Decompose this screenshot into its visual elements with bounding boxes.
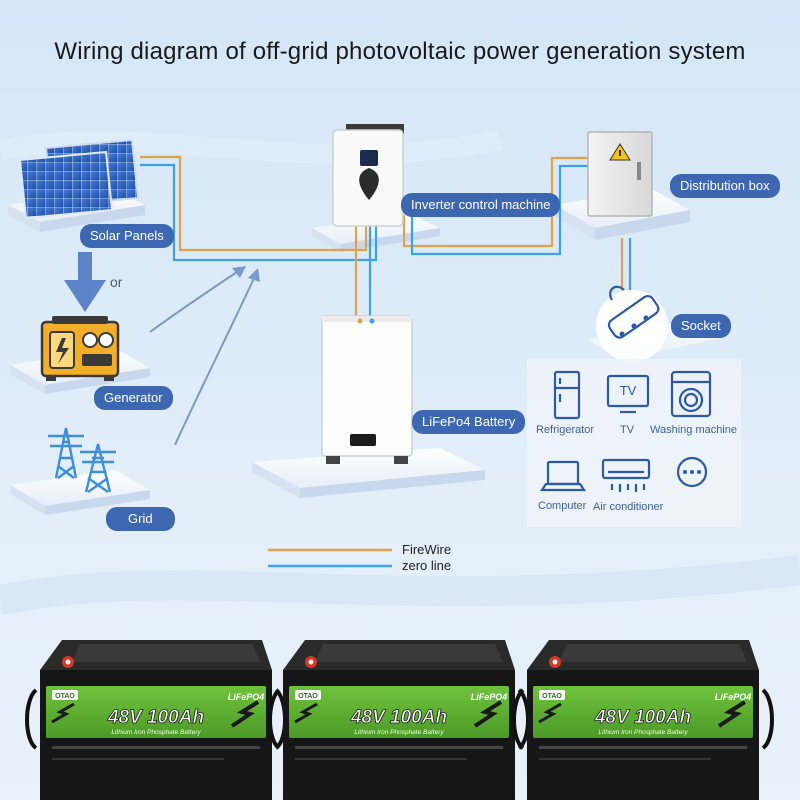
distribution-box-icon xyxy=(587,131,653,217)
wire-zero-solar xyxy=(140,163,378,262)
battery-subtitle: Lithium Iron Phosphate Battery xyxy=(354,729,444,736)
label-tv: TV xyxy=(620,424,635,436)
battery-subtitle: Lithium Iron Phosphate Battery xyxy=(111,729,201,736)
label-battery: LiFePo4 Battery xyxy=(412,410,526,434)
battery-brand: OTAO xyxy=(55,693,75,700)
wiring xyxy=(140,155,632,320)
diagram-title: Wiring diagram of off-grid photovoltaic … xyxy=(54,38,746,65)
label-distribution-box: Distribution box xyxy=(670,174,780,198)
label-computer: Computer xyxy=(538,500,587,512)
wall-battery-icon xyxy=(321,315,413,464)
label-generator: Generator xyxy=(94,386,173,410)
connection-arrows xyxy=(149,266,260,446)
tv-icon xyxy=(606,374,650,414)
battery-brand: OTAO xyxy=(298,693,318,700)
label-washing-machine: Washing machine xyxy=(650,424,738,436)
platform-battery xyxy=(252,448,485,498)
battery-brand: OTAO xyxy=(542,693,562,700)
wire-zero-distribution xyxy=(410,164,590,256)
battery-rating: 48V 100Ah xyxy=(350,707,447,728)
washing-machine-icon xyxy=(670,370,712,418)
battery-rating: 48V 100Ah xyxy=(594,707,691,728)
computer-icon xyxy=(539,460,587,492)
or-arrow xyxy=(64,252,106,312)
battery-chemistry: LiFePO4 xyxy=(471,692,508,702)
more-icon xyxy=(676,456,708,488)
grid-tower-icon xyxy=(48,427,116,493)
generator-icon xyxy=(40,316,120,381)
platform-grid xyxy=(10,470,150,515)
refrigerator-icon xyxy=(553,370,581,420)
label-inverter: Inverter control machine xyxy=(401,193,561,217)
inverter-icon xyxy=(332,124,404,227)
tv-icon-text: TV xyxy=(619,383,637,398)
wire-fire-solar xyxy=(140,155,368,252)
label-or: or xyxy=(110,274,123,290)
air-conditioner-icon xyxy=(601,458,651,492)
legend-zero-line: zero line xyxy=(402,558,452,573)
wire-fire-distribution xyxy=(402,156,590,248)
label-socket: Socket xyxy=(671,314,731,338)
solar-panels-icon xyxy=(18,138,140,220)
label-solar-panels: Solar Panels xyxy=(80,224,174,248)
battery-rating: 48V 100Ah xyxy=(107,707,204,728)
legend-fire-wire: FireWire xyxy=(402,542,452,557)
battery-chemistry: LiFePO4 xyxy=(228,692,265,702)
label-refrigerator: Refrigerator xyxy=(536,424,595,436)
label-air-conditioner: Air conditioner xyxy=(593,501,664,513)
socket-icon xyxy=(596,285,668,362)
battery-subtitle: Lithium Iron Phosphate Battery xyxy=(598,729,688,736)
battery-chemistry: LiFePO4 xyxy=(715,692,752,702)
label-grid: Grid xyxy=(106,507,175,531)
